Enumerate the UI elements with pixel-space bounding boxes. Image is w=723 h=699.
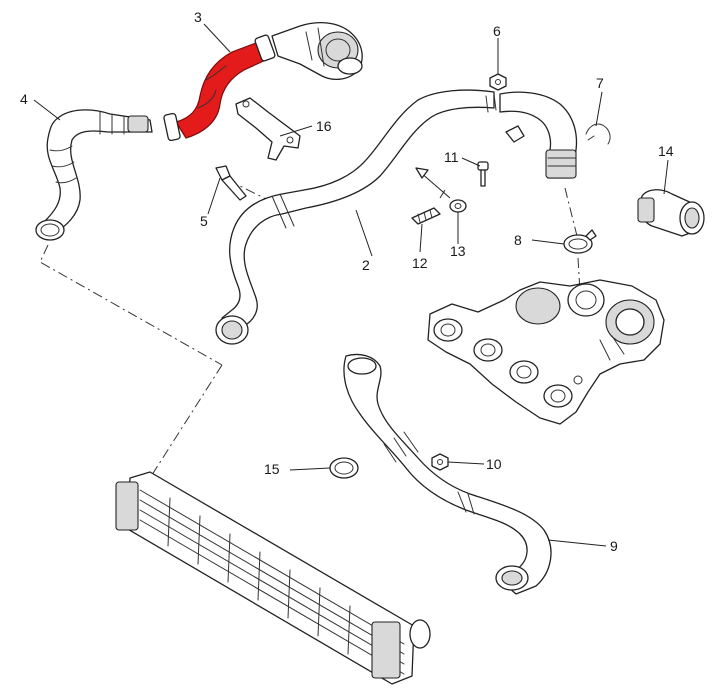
- turbo-outlet-elbow: [499, 91, 578, 179]
- part-5-bolt: [215, 165, 247, 201]
- part-9-lower-pipe: [343, 353, 552, 595]
- callout-label-15: 15: [264, 461, 280, 477]
- intercooler: [115, 471, 431, 685]
- part-2-long-hose: [215, 89, 497, 345]
- callout-label-6: 6: [493, 23, 501, 39]
- callout-label-4: 4: [20, 91, 28, 107]
- part-14-elbow: [637, 189, 705, 237]
- callout-label-3: 3: [194, 9, 202, 25]
- part-10-nut: [431, 453, 449, 471]
- part-15-clamp: [329, 457, 359, 479]
- part-4-charge-pipe: [35, 109, 153, 241]
- part-7-clip: [585, 123, 611, 145]
- callout-label-9: 9: [610, 538, 618, 554]
- callout-label-5: 5: [200, 213, 208, 229]
- part-3-hose-highlighted: [163, 34, 276, 142]
- callout-label-12: 12: [412, 255, 428, 271]
- part-6-nut: [489, 73, 507, 91]
- callout-label-16: 16: [316, 118, 332, 134]
- callout-label-2: 2: [362, 257, 370, 273]
- part-16-bracket: [235, 97, 301, 161]
- turbo-manifold-assembly: [427, 279, 665, 425]
- callout-label-11: 11: [444, 149, 459, 165]
- callout-label-14: 14: [658, 143, 674, 159]
- part-11-screw: [477, 161, 489, 187]
- direction-arrow: [415, 167, 451, 199]
- part-8-clamp: [563, 229, 597, 254]
- part-12-stud: [411, 207, 441, 225]
- callout-label-8: 8: [514, 232, 522, 248]
- callout-label-7: 7: [596, 75, 604, 91]
- upper-turbo-connector: [271, 21, 363, 81]
- callout-label-13: 13: [450, 243, 466, 259]
- callout-labels: 2 3 4 5 6 7 8 9 10 11 12 13 14 15 16: [20, 9, 674, 554]
- part-13-nut: [449, 199, 467, 213]
- leader-lines: [33, 23, 669, 547]
- callout-label-10: 10: [486, 456, 502, 472]
